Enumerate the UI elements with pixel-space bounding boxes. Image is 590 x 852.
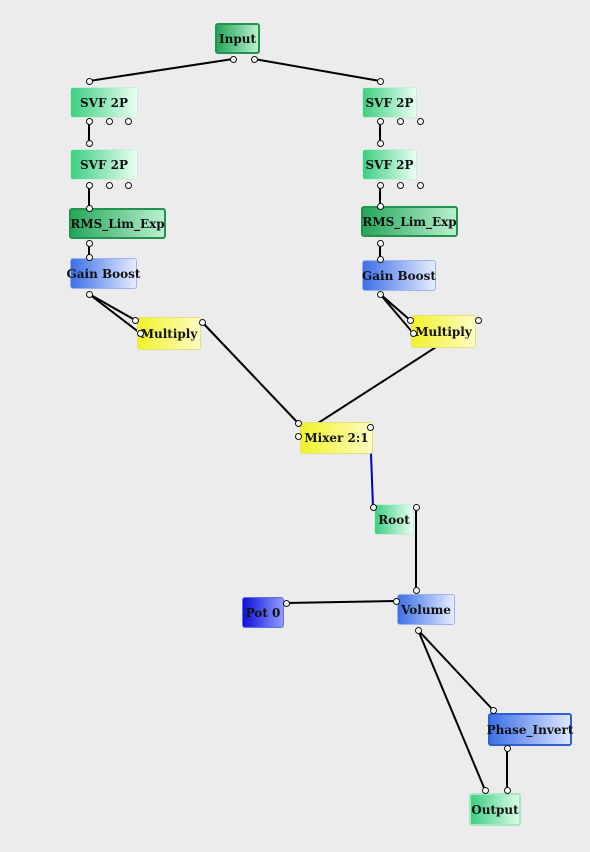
node-label: SVF 2P xyxy=(79,157,129,172)
port-input-out-2[interactable] xyxy=(250,55,258,63)
port-right-svf2-out-2[interactable] xyxy=(396,181,404,189)
port-phase-in[interactable] xyxy=(489,706,497,714)
node-label: SVF 2P xyxy=(365,95,414,110)
wire-left-gain-to-multiply-a[interactable] xyxy=(88,293,136,321)
port-right-multiply-in-2[interactable] xyxy=(409,329,417,337)
wire-volume-to-phase[interactable] xyxy=(417,629,494,711)
node-rms-right[interactable]: RMS_Lim_Exp xyxy=(361,206,458,237)
port-right-gain-out[interactable] xyxy=(376,290,384,298)
node-input[interactable]: Input xyxy=(215,23,260,54)
node-multiply-right[interactable]: Multiply xyxy=(411,315,476,348)
port-right-rms-in[interactable] xyxy=(376,202,384,210)
node-label: Gain Boost xyxy=(362,268,436,283)
wire-left-multiply-to-mixer[interactable] xyxy=(201,321,299,424)
port-input-out-1[interactable] xyxy=(229,55,237,63)
port-right-multiply-out[interactable] xyxy=(474,316,482,324)
wire-right-gain-to-multiply-b[interactable] xyxy=(379,293,414,334)
port-right-svf2-in[interactable] xyxy=(376,139,384,147)
node-output[interactable]: Output xyxy=(469,793,521,826)
port-output-in-2[interactable] xyxy=(503,786,511,794)
port-left-svf2-in[interactable] xyxy=(85,139,93,147)
port-right-gain-in[interactable] xyxy=(376,255,384,263)
port-mixer-control-out[interactable] xyxy=(366,423,374,431)
port-right-svf2-out-3[interactable] xyxy=(416,181,424,189)
node-label: Volume xyxy=(401,602,451,617)
node-mixer[interactable]: Mixer 2:1 xyxy=(300,422,373,454)
node-label: Phase_Invert xyxy=(486,722,574,737)
port-left-rms-out[interactable] xyxy=(85,239,93,247)
port-left-svf2-out-2[interactable] xyxy=(105,181,113,189)
port-right-multiply-in-1[interactable] xyxy=(406,316,414,324)
port-right-svf1-out-1[interactable] xyxy=(376,117,384,125)
node-label: Mixer 2:1 xyxy=(304,431,369,445)
port-left-multiply-out[interactable] xyxy=(198,318,206,326)
node-label: Root xyxy=(378,512,410,527)
port-left-svf1-out-3[interactable] xyxy=(124,117,132,125)
wire-volume-to-output[interactable] xyxy=(417,629,486,791)
node-root[interactable]: Root xyxy=(374,504,414,535)
node-rms-left[interactable]: RMS_Lim_Exp xyxy=(69,208,166,239)
port-left-svf1-out-1[interactable] xyxy=(85,117,93,125)
node-svf-left-2[interactable]: SVF 2P xyxy=(70,149,138,180)
node-volume[interactable]: Volume xyxy=(397,594,455,625)
port-left-gain-in[interactable] xyxy=(85,253,93,261)
port-left-svf2-out-1[interactable] xyxy=(85,181,93,189)
port-left-gain-out[interactable] xyxy=(85,290,93,298)
port-volume-in[interactable] xyxy=(412,586,420,594)
port-phase-out[interactable] xyxy=(503,744,511,752)
port-output-in-1[interactable] xyxy=(481,786,489,794)
node-svf-right-2[interactable]: SVF 2P xyxy=(362,149,417,180)
node-label: Output xyxy=(471,802,519,817)
port-mixer-in-1[interactable] xyxy=(294,419,302,427)
port-left-rms-in[interactable] xyxy=(85,204,93,212)
port-right-svf2-out-1[interactable] xyxy=(376,181,384,189)
wire-input-to-right-svf[interactable] xyxy=(253,58,381,82)
node-label: Gain Boost xyxy=(66,266,141,281)
node-gain-right[interactable]: Gain Boost xyxy=(362,260,436,291)
port-right-svf1-out-2[interactable] xyxy=(396,117,404,125)
node-phase-invert[interactable]: Phase_Invert xyxy=(486,713,574,746)
node-svf-right-1[interactable]: SVF 2P xyxy=(362,87,417,118)
port-root-in[interactable] xyxy=(369,503,377,511)
node-gain-left[interactable]: Gain Boost xyxy=(67,258,140,289)
port-left-multiply-in-1[interactable] xyxy=(131,316,139,324)
port-right-rms-out[interactable] xyxy=(376,239,384,247)
wire-input-to-left-svf[interactable] xyxy=(88,58,234,82)
port-root-out[interactable] xyxy=(412,503,420,511)
port-mixer-in-2[interactable] xyxy=(294,432,302,440)
node-label: SVF 2P xyxy=(365,157,414,172)
node-label: SVF 2P xyxy=(79,95,129,110)
port-right-svf1-out-3[interactable] xyxy=(416,117,424,125)
node-label: Pot 0 xyxy=(245,605,281,620)
port-left-multiply-in-2[interactable] xyxy=(136,329,144,337)
port-left-svf2-out-3[interactable] xyxy=(124,181,132,189)
port-pot-out[interactable] xyxy=(282,599,290,607)
node-svf-left-1[interactable]: SVF 2P xyxy=(70,87,138,118)
node-multiply-left[interactable]: Multiply xyxy=(137,317,201,350)
node-label: RMS_Lim_Exp xyxy=(362,214,457,229)
node-label: Input xyxy=(219,31,256,46)
node-label: RMS_Lim_Exp xyxy=(70,216,165,231)
port-volume-out[interactable] xyxy=(414,626,422,634)
port-volume-control-in[interactable] xyxy=(392,597,400,605)
node-pot0[interactable]: Pot 0 xyxy=(242,597,284,628)
port-left-svf1-in[interactable] xyxy=(85,77,93,85)
port-left-svf1-out-2[interactable] xyxy=(105,117,113,125)
wire-left-gain-to-multiply-b[interactable] xyxy=(88,293,141,334)
wire-right-gain-to-multiply-a[interactable] xyxy=(379,293,411,321)
wire-pot-to-volume[interactable] xyxy=(285,600,397,604)
port-right-svf1-in[interactable] xyxy=(376,77,384,85)
node-label: Multiply xyxy=(415,324,472,339)
node-label: Multiply xyxy=(140,326,198,341)
